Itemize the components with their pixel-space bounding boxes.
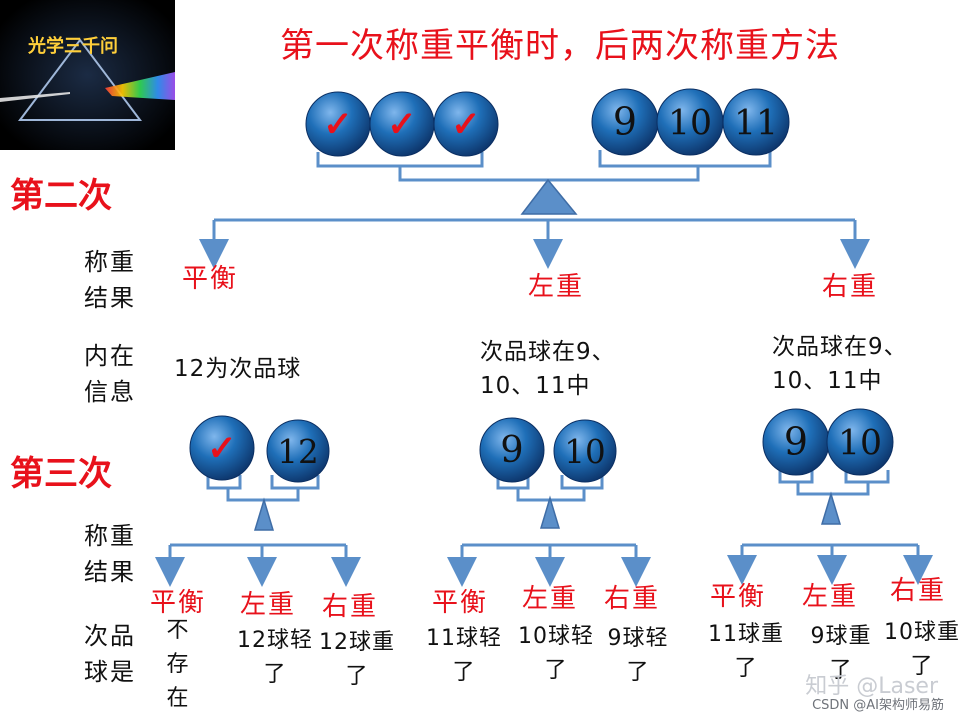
row-label-defective-is: 次品 球是 — [74, 618, 146, 690]
third-scale-pivot-2 — [539, 495, 561, 529]
ball-left-2: ✓ — [369, 91, 435, 157]
ball-number: 9 — [784, 420, 808, 464]
ball-number: 9 — [500, 428, 523, 471]
ball-left-1: ✓ — [305, 91, 371, 157]
ball-third2-right: 10 — [553, 419, 617, 483]
third1-outcome-balance: 平衡 — [150, 588, 207, 618]
third2-outcome-left-heavy: 左重 — [522, 584, 579, 614]
ball-right-11: 11 — [722, 88, 790, 156]
row-label-line: 称重 — [84, 248, 136, 276]
logo-text: 光学三千问 — [27, 35, 118, 57]
third3-outcome-left-heavy: 左重 — [802, 582, 859, 612]
row-label-line: 信息 — [84, 378, 136, 406]
second-outcome-left-heavy: 左重 — [528, 272, 585, 302]
result-12-light: 12球轻了 — [237, 628, 313, 687]
row-label-line: 内在 — [84, 342, 136, 370]
third1-outcome-right-heavy: 右重 — [322, 592, 379, 622]
result-9-heavy: 9球重了 — [810, 624, 872, 683]
ball-number: 10 — [564, 433, 605, 471]
ball-third3-right: 10 — [826, 408, 894, 476]
third-scale-lines-3 — [727, 470, 933, 585]
row-label-line: 球是 — [84, 658, 136, 686]
ball-number: 11 — [734, 104, 778, 144]
watermark-zhihu: 知乎 @Laser — [805, 674, 938, 699]
row-label-line: 次品 — [84, 622, 136, 650]
third2-outcome-balance: 平衡 — [432, 588, 489, 618]
ball-right-10: 10 — [656, 88, 724, 156]
third-scale-pivot-1 — [253, 497, 275, 531]
result-9-light: 9球轻了 — [607, 626, 669, 685]
watermark-csdn: CSDN @AI架构师易筋 — [812, 698, 944, 713]
third1-outcome-left-heavy: 左重 — [240, 590, 297, 620]
result-none-exist: 不存在 — [166, 618, 190, 711]
result-11-heavy: 11球重了 — [708, 622, 784, 681]
check-icon: ✓ — [387, 104, 416, 145]
second-scale-pivot — [520, 178, 578, 215]
inner-info-balance: 12为次品球 — [174, 356, 302, 382]
ball-third1-left: ✓ — [189, 415, 255, 481]
stage-label-second: 第二次 — [10, 176, 112, 216]
ball-number: 9 — [613, 100, 637, 144]
row-label-line: 结果 — [84, 558, 136, 586]
ball-number: 10 — [668, 104, 712, 144]
ball-third3-left: 9 — [762, 408, 830, 476]
second-scale-lines — [199, 150, 870, 269]
balls-layer: ✓ ✓ ✓ 9 10 11 ✓ 12 9 10 9 10 — [189, 88, 894, 483]
third2-outcome-right-heavy: 右重 — [604, 584, 661, 614]
third3-outcome-balance: 平衡 — [710, 582, 767, 612]
ball-third1-right: 12 — [266, 419, 330, 483]
ball-third2-left: 9 — [479, 417, 545, 483]
result-10-heavy: 10球重了 — [884, 620, 960, 679]
result-11-light: 11球轻了 — [426, 626, 502, 685]
third-scale-lines-2 — [447, 475, 651, 587]
row-label-weigh-result-1: 称重 结果 — [74, 244, 146, 316]
ball-left-3: ✓ — [433, 91, 499, 157]
page-title: 第一次称重平衡时，后两次称重方法 — [280, 26, 840, 66]
third-scale-lines-1 — [155, 475, 361, 587]
second-outcome-right-heavy: 右重 — [822, 272, 879, 302]
check-icon: ✓ — [207, 428, 236, 469]
check-icon: ✓ — [451, 104, 480, 145]
ball-number: 12 — [277, 433, 318, 471]
row-label-line: 结果 — [84, 284, 136, 312]
third3-outcome-right-heavy: 右重 — [890, 576, 947, 606]
row-label-inner-info: 内在 信息 — [74, 338, 146, 410]
row-label-weigh-result-2: 称重 结果 — [74, 518, 146, 590]
ball-number: 10 — [838, 424, 882, 464]
check-icon: ✓ — [323, 104, 352, 145]
third-scale-pivot-3 — [820, 491, 842, 525]
row-label-line: 称重 — [84, 522, 136, 550]
result-10-light: 10球轻了 — [518, 624, 594, 683]
result-12-heavy: 12球重了 — [319, 630, 395, 689]
second-outcome-balance: 平衡 — [182, 264, 239, 294]
inner-info-right-heavy: 次品球在9、10、11中 — [772, 334, 908, 394]
stage-label-third: 第三次 — [10, 454, 112, 494]
inner-info-left-heavy: 次品球在9、10、11中 — [480, 339, 616, 399]
ball-right-9: 9 — [591, 88, 659, 156]
logo-prism-image: 光学三千问 — [0, 0, 175, 150]
